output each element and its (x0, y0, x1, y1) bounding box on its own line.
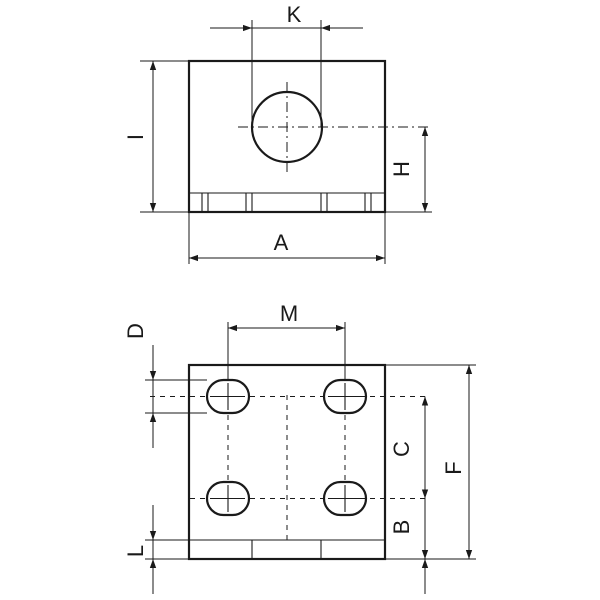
dim-label-i: I (123, 134, 148, 140)
dim-label-a: A (274, 230, 289, 255)
plan-view: M D L C B F (123, 301, 476, 594)
dim-label-f: F (441, 461, 466, 474)
front-view-ribs (201, 193, 372, 212)
dim-label-m: M (280, 301, 298, 326)
plan-view-body (187, 363, 387, 561)
dim-label-b: B (389, 520, 414, 535)
front-view: K I H A (123, 2, 432, 264)
dim-label-d: D (123, 323, 148, 339)
dim-label-k: K (287, 2, 302, 27)
slot-hole-bottom-left (205, 480, 251, 517)
dim-label-h: H (389, 161, 414, 177)
front-view-body (187, 59, 387, 214)
dim-label-c: C (389, 441, 414, 457)
dim-label-l: L (123, 545, 148, 557)
